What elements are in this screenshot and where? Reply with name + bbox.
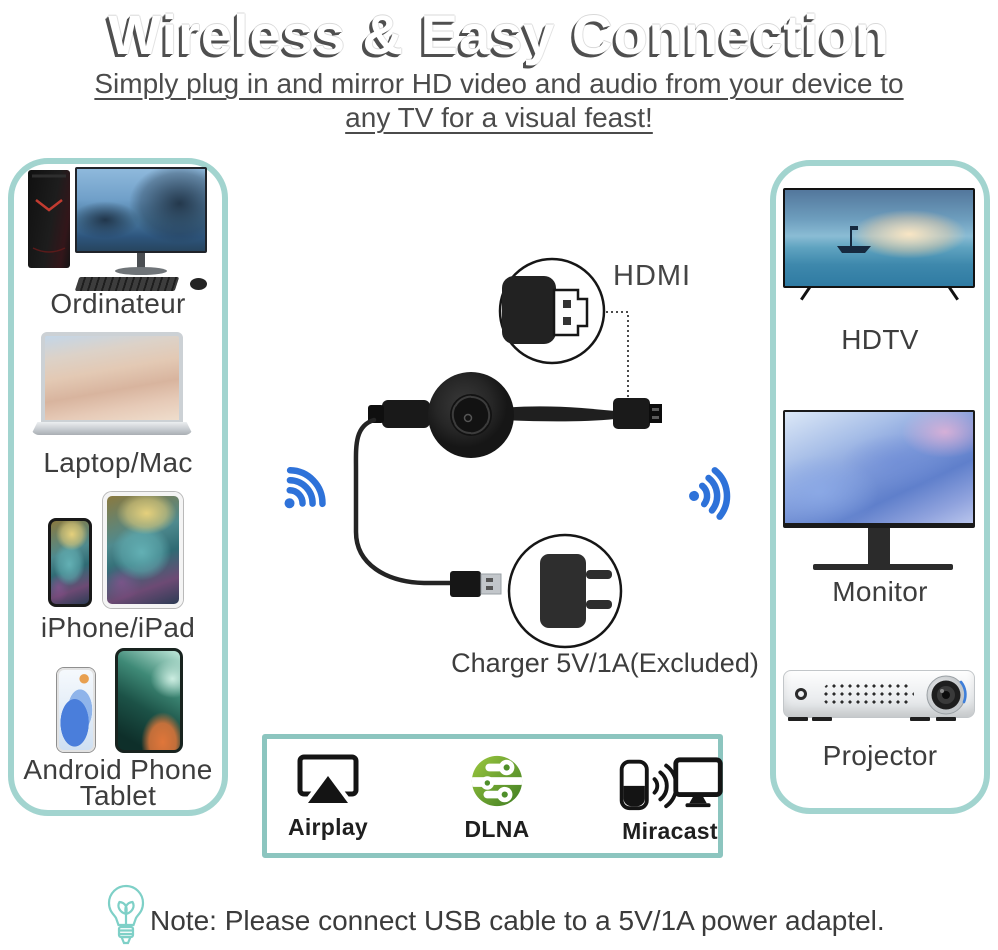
miracast-label: Miracast bbox=[622, 818, 718, 844]
note-text: Note: Please connect USB cable to a 5V/1… bbox=[150, 905, 885, 936]
lightbulb-icon bbox=[107, 884, 145, 945]
projector-foot bbox=[910, 717, 930, 721]
projector-lens bbox=[926, 675, 967, 715]
projector-foot bbox=[936, 717, 956, 721]
wifi-signal-icon bbox=[284, 467, 326, 509]
tv-foot-right bbox=[948, 286, 959, 301]
dlna-protocol: DLNA bbox=[437, 754, 557, 843]
source-devices-panel: Ordinateur Laptop/Mac iPhone/iPad Androi… bbox=[8, 158, 228, 816]
projector-vent-dots bbox=[822, 682, 914, 707]
projector-label: Projector bbox=[822, 740, 938, 771]
desktop-monitor-image bbox=[75, 167, 207, 253]
monitor-image bbox=[783, 410, 975, 528]
computer-label: Ordinateur bbox=[50, 288, 186, 319]
projector-power-button bbox=[795, 688, 807, 700]
dongle-diagram bbox=[353, 257, 662, 649]
subtitle-line-1: Simply plug in and mirror HD video and a… bbox=[94, 68, 904, 99]
usb-cable bbox=[353, 417, 502, 597]
projector-image bbox=[783, 670, 975, 718]
tv-foot-left bbox=[800, 286, 811, 301]
ipad-image bbox=[103, 492, 183, 608]
mouse-image bbox=[190, 278, 207, 290]
hdtv-image bbox=[783, 188, 975, 288]
desktop-tower-image bbox=[28, 170, 70, 268]
laptop-screen-image bbox=[41, 332, 183, 422]
page-subtitle: Simply plug in and mirror HD video and a… bbox=[0, 67, 998, 134]
android-tablet-image bbox=[115, 648, 183, 753]
charger-label: Charger 5V/1A(Excluded) bbox=[451, 648, 759, 678]
hdmi-plug-magnifier bbox=[498, 257, 606, 365]
airplay-icon bbox=[297, 754, 359, 806]
callout-dotted-line bbox=[606, 311, 629, 400]
miracast-icon bbox=[619, 757, 723, 811]
boat-graphic bbox=[837, 226, 871, 253]
android-label-line2: Tablet bbox=[79, 780, 157, 811]
subtitle-line-2: any TV for a visual feast! bbox=[345, 101, 653, 133]
airplay-label: Airplay bbox=[287, 814, 369, 840]
iphone-image bbox=[48, 518, 92, 607]
airplay-protocol: Airplay bbox=[268, 754, 388, 841]
dlna-label: DLNA bbox=[464, 816, 530, 842]
android-label-line1: Android Phone bbox=[23, 754, 213, 785]
iphone-ipad-label: iPhone/iPad bbox=[40, 612, 196, 643]
wifi-signal-icon bbox=[689, 467, 731, 520]
hdtv-label: HDTV bbox=[841, 324, 919, 355]
monitor-label: Monitor bbox=[832, 576, 928, 607]
dongle-puck bbox=[368, 372, 615, 458]
monitor-stand bbox=[868, 528, 890, 564]
monitor-base bbox=[813, 564, 953, 570]
hdmi-label: HDMI bbox=[613, 260, 692, 292]
desktop-monitor-base bbox=[115, 267, 167, 275]
output-devices-panel: HDTV Monitor Projector bbox=[770, 160, 990, 814]
charger-magnifier bbox=[507, 533, 623, 649]
protocols-box: Airplay bbox=[262, 734, 723, 858]
desktop-monitor-stand bbox=[137, 253, 145, 269]
page-title: Wireless & Easy Connection bbox=[108, 3, 890, 66]
dlna-icon bbox=[471, 755, 523, 807]
hdmi-connector bbox=[613, 398, 662, 429]
miracast-protocol: Miracast bbox=[610, 754, 730, 845]
laptop-base-image bbox=[31, 422, 193, 435]
projector-foot bbox=[812, 717, 832, 721]
projector-foot bbox=[788, 717, 808, 721]
android-phone-image bbox=[57, 668, 95, 752]
laptop-label: Laptop/Mac bbox=[43, 447, 193, 478]
